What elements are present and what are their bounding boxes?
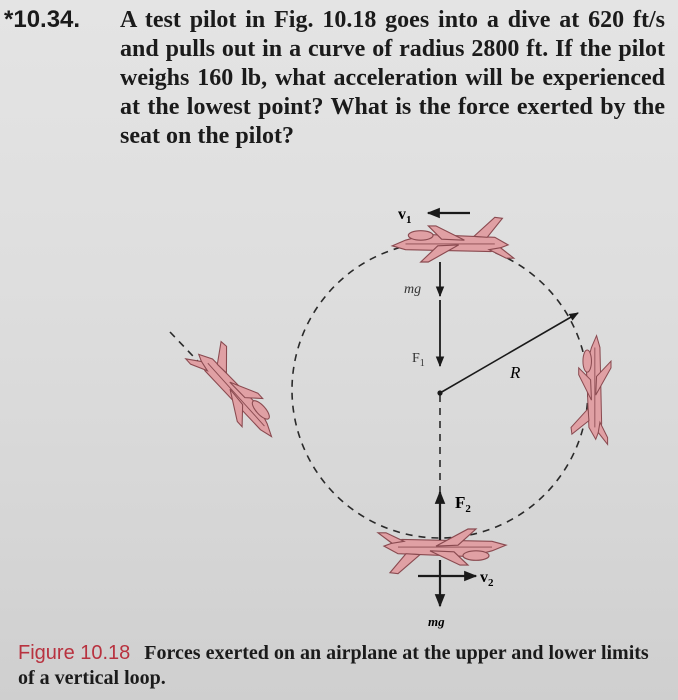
- mg-bottom-label: mg: [428, 614, 445, 629]
- caption-label: Figure 10.18: [18, 642, 131, 664]
- bottom-airplane: [377, 528, 507, 575]
- problem-text: A test pilot in Fig. 10.18 goes into a d…: [120, 7, 665, 149]
- f2-label: F2: [455, 493, 471, 515]
- dive-path: [169, 331, 213, 377]
- radius-label: R: [509, 363, 521, 382]
- f1-label: F1: [412, 351, 425, 369]
- caption-text: Forces exerted on an airplane at the upp…: [18, 642, 649, 689]
- radius-arrow: [439, 312, 579, 394]
- left-airplane: [182, 332, 293, 448]
- v2-label: v2: [480, 569, 494, 589]
- mg-top-label: mg: [404, 282, 421, 297]
- problem-number: *10.34.: [4, 6, 81, 33]
- v1-label: v1: [398, 206, 412, 226]
- right-airplane: [570, 335, 612, 445]
